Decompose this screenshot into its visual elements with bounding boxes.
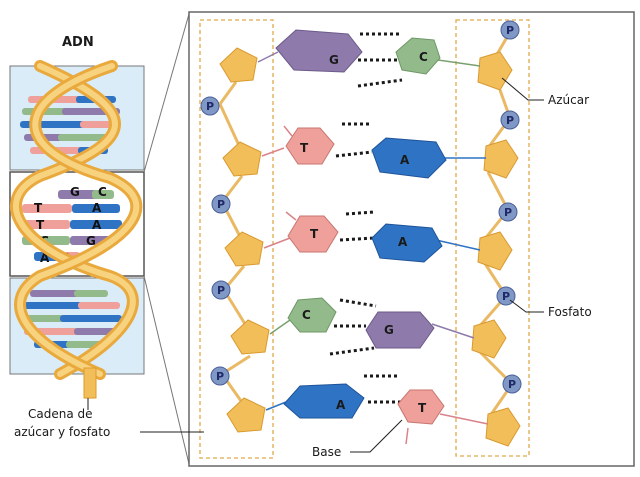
helix-letter-1-left: G [70, 185, 80, 199]
right-sugars [471, 51, 521, 447]
left-sugars [219, 47, 270, 433]
base-C [287, 297, 337, 333]
helix-letter-2-left: T [34, 201, 43, 215]
phosphate-right-1: P [500, 20, 520, 40]
sugar-right-1 [477, 51, 513, 91]
base-letter-2-left: T [300, 141, 309, 155]
svg-text:P: P [504, 206, 512, 219]
base-T [397, 389, 445, 425]
leader-lines [87, 77, 544, 453]
svg-text:P: P [508, 378, 516, 391]
base-G [275, 29, 363, 73]
base-letter-1-right: C [419, 50, 428, 64]
helix-letter-1-right: C [98, 185, 107, 199]
label-chain-line1: Cadena de [28, 407, 93, 421]
base-pair-4: C G [287, 297, 435, 349]
svg-text:P: P [506, 114, 514, 127]
helix-letter-4-right: G [86, 234, 96, 248]
left-backbone-box [199, 19, 274, 459]
helix-panel: G C T A T A C G A T [9, 60, 145, 399]
base-pair-5: A T [283, 383, 445, 425]
helix-letter-5-left: A [40, 251, 50, 265]
sugar-right-3 [477, 231, 513, 271]
label-base: Base [312, 445, 341, 459]
phosphate-right-3: P [498, 202, 518, 222]
base-T [287, 215, 339, 253]
sugar-left-3 [224, 231, 264, 267]
label-chain-line2: azúcar y fosfato [14, 425, 110, 439]
phosphate-left-4: P [210, 366, 230, 386]
base-letter-1-left: G [329, 53, 339, 67]
base-A [371, 223, 443, 263]
sugar-right-4 [471, 319, 507, 359]
sugar-left-5 [226, 397, 266, 433]
base-pair-1: G C [275, 29, 441, 75]
base-letter-3-right: A [398, 235, 408, 249]
phosphate-right-5: P [502, 374, 522, 394]
base-letter-5-right: T [418, 401, 427, 415]
sugar-left-4 [230, 319, 270, 355]
base-stems [257, 51, 489, 445]
helix-letter-3-left: T [36, 218, 45, 232]
sugar-right-2 [483, 139, 519, 179]
phosphate-right-2: P [500, 110, 520, 130]
base-letter-5-left: A [336, 398, 346, 412]
base-G [365, 311, 435, 349]
base-letter-2-right: A [400, 153, 410, 167]
sugar-left-2 [222, 141, 262, 177]
base-pair-2: T A [285, 127, 447, 179]
base-pair-3: T A [287, 215, 443, 263]
diagram-title: ADN [62, 35, 94, 50]
svg-text:P: P [206, 100, 214, 113]
phosphate-left-1: P [200, 96, 220, 116]
base-letter-3-left: T [310, 227, 319, 241]
zoom-lines [143, 13, 190, 465]
label-phosphate: Fosfato [548, 305, 592, 319]
sugar-right-5 [485, 407, 521, 447]
svg-text:P: P [217, 284, 225, 297]
base-A [371, 137, 447, 179]
base-A [283, 383, 365, 419]
svg-text:P: P [216, 370, 224, 383]
svg-text:P: P [217, 198, 225, 211]
helix-letter-2-right: A [92, 201, 102, 215]
label-sugar: Azúcar [548, 93, 589, 107]
base-letter-4-right: G [384, 323, 394, 337]
phosphate-left-3: P [211, 280, 231, 300]
base-letter-4-left: C [302, 308, 311, 322]
svg-text:P: P [506, 24, 514, 37]
hydrogen-bonds [329, 32, 403, 404]
phosphate-left-2: P [211, 194, 231, 214]
base-C [395, 37, 441, 75]
helix-letter-3-right: A [92, 218, 102, 232]
svg-text:P: P [502, 290, 510, 303]
sugar-left-1 [219, 47, 258, 83]
helix-backbone [9, 60, 143, 399]
right-backbone-box [455, 19, 530, 457]
base-T [285, 127, 335, 165]
